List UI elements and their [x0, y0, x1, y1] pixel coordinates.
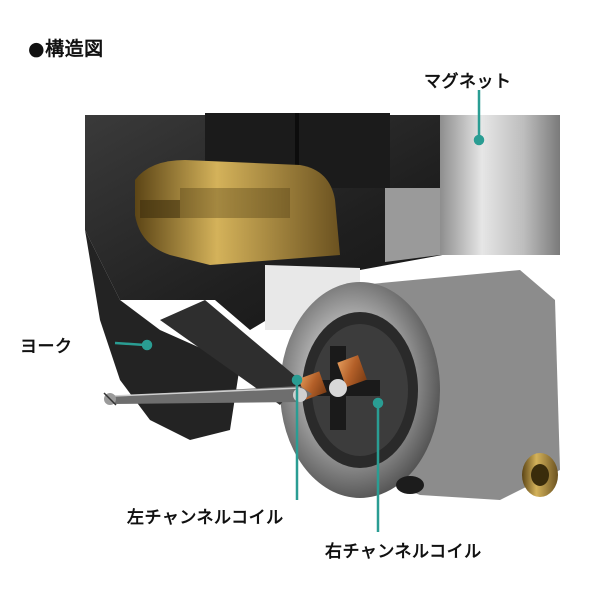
left-channel-coil-label: 左チャンネルコイル — [127, 508, 284, 528]
brass-part — [135, 160, 340, 265]
right-channel-coil-label: 右チャンネルコイル — [325, 542, 482, 562]
leader-lines — [114, 90, 485, 532]
magnet-label: マグネット — [424, 72, 512, 92]
yoke-leader — [114, 341, 146, 347]
diagram-heading: ●構造図 — [28, 38, 104, 60]
yoke-label: ヨーク — [20, 337, 73, 357]
magnet-block — [440, 115, 560, 255]
cantilever — [110, 386, 312, 404]
cantilever-holder — [160, 300, 300, 405]
yoke-lower — [85, 230, 240, 440]
